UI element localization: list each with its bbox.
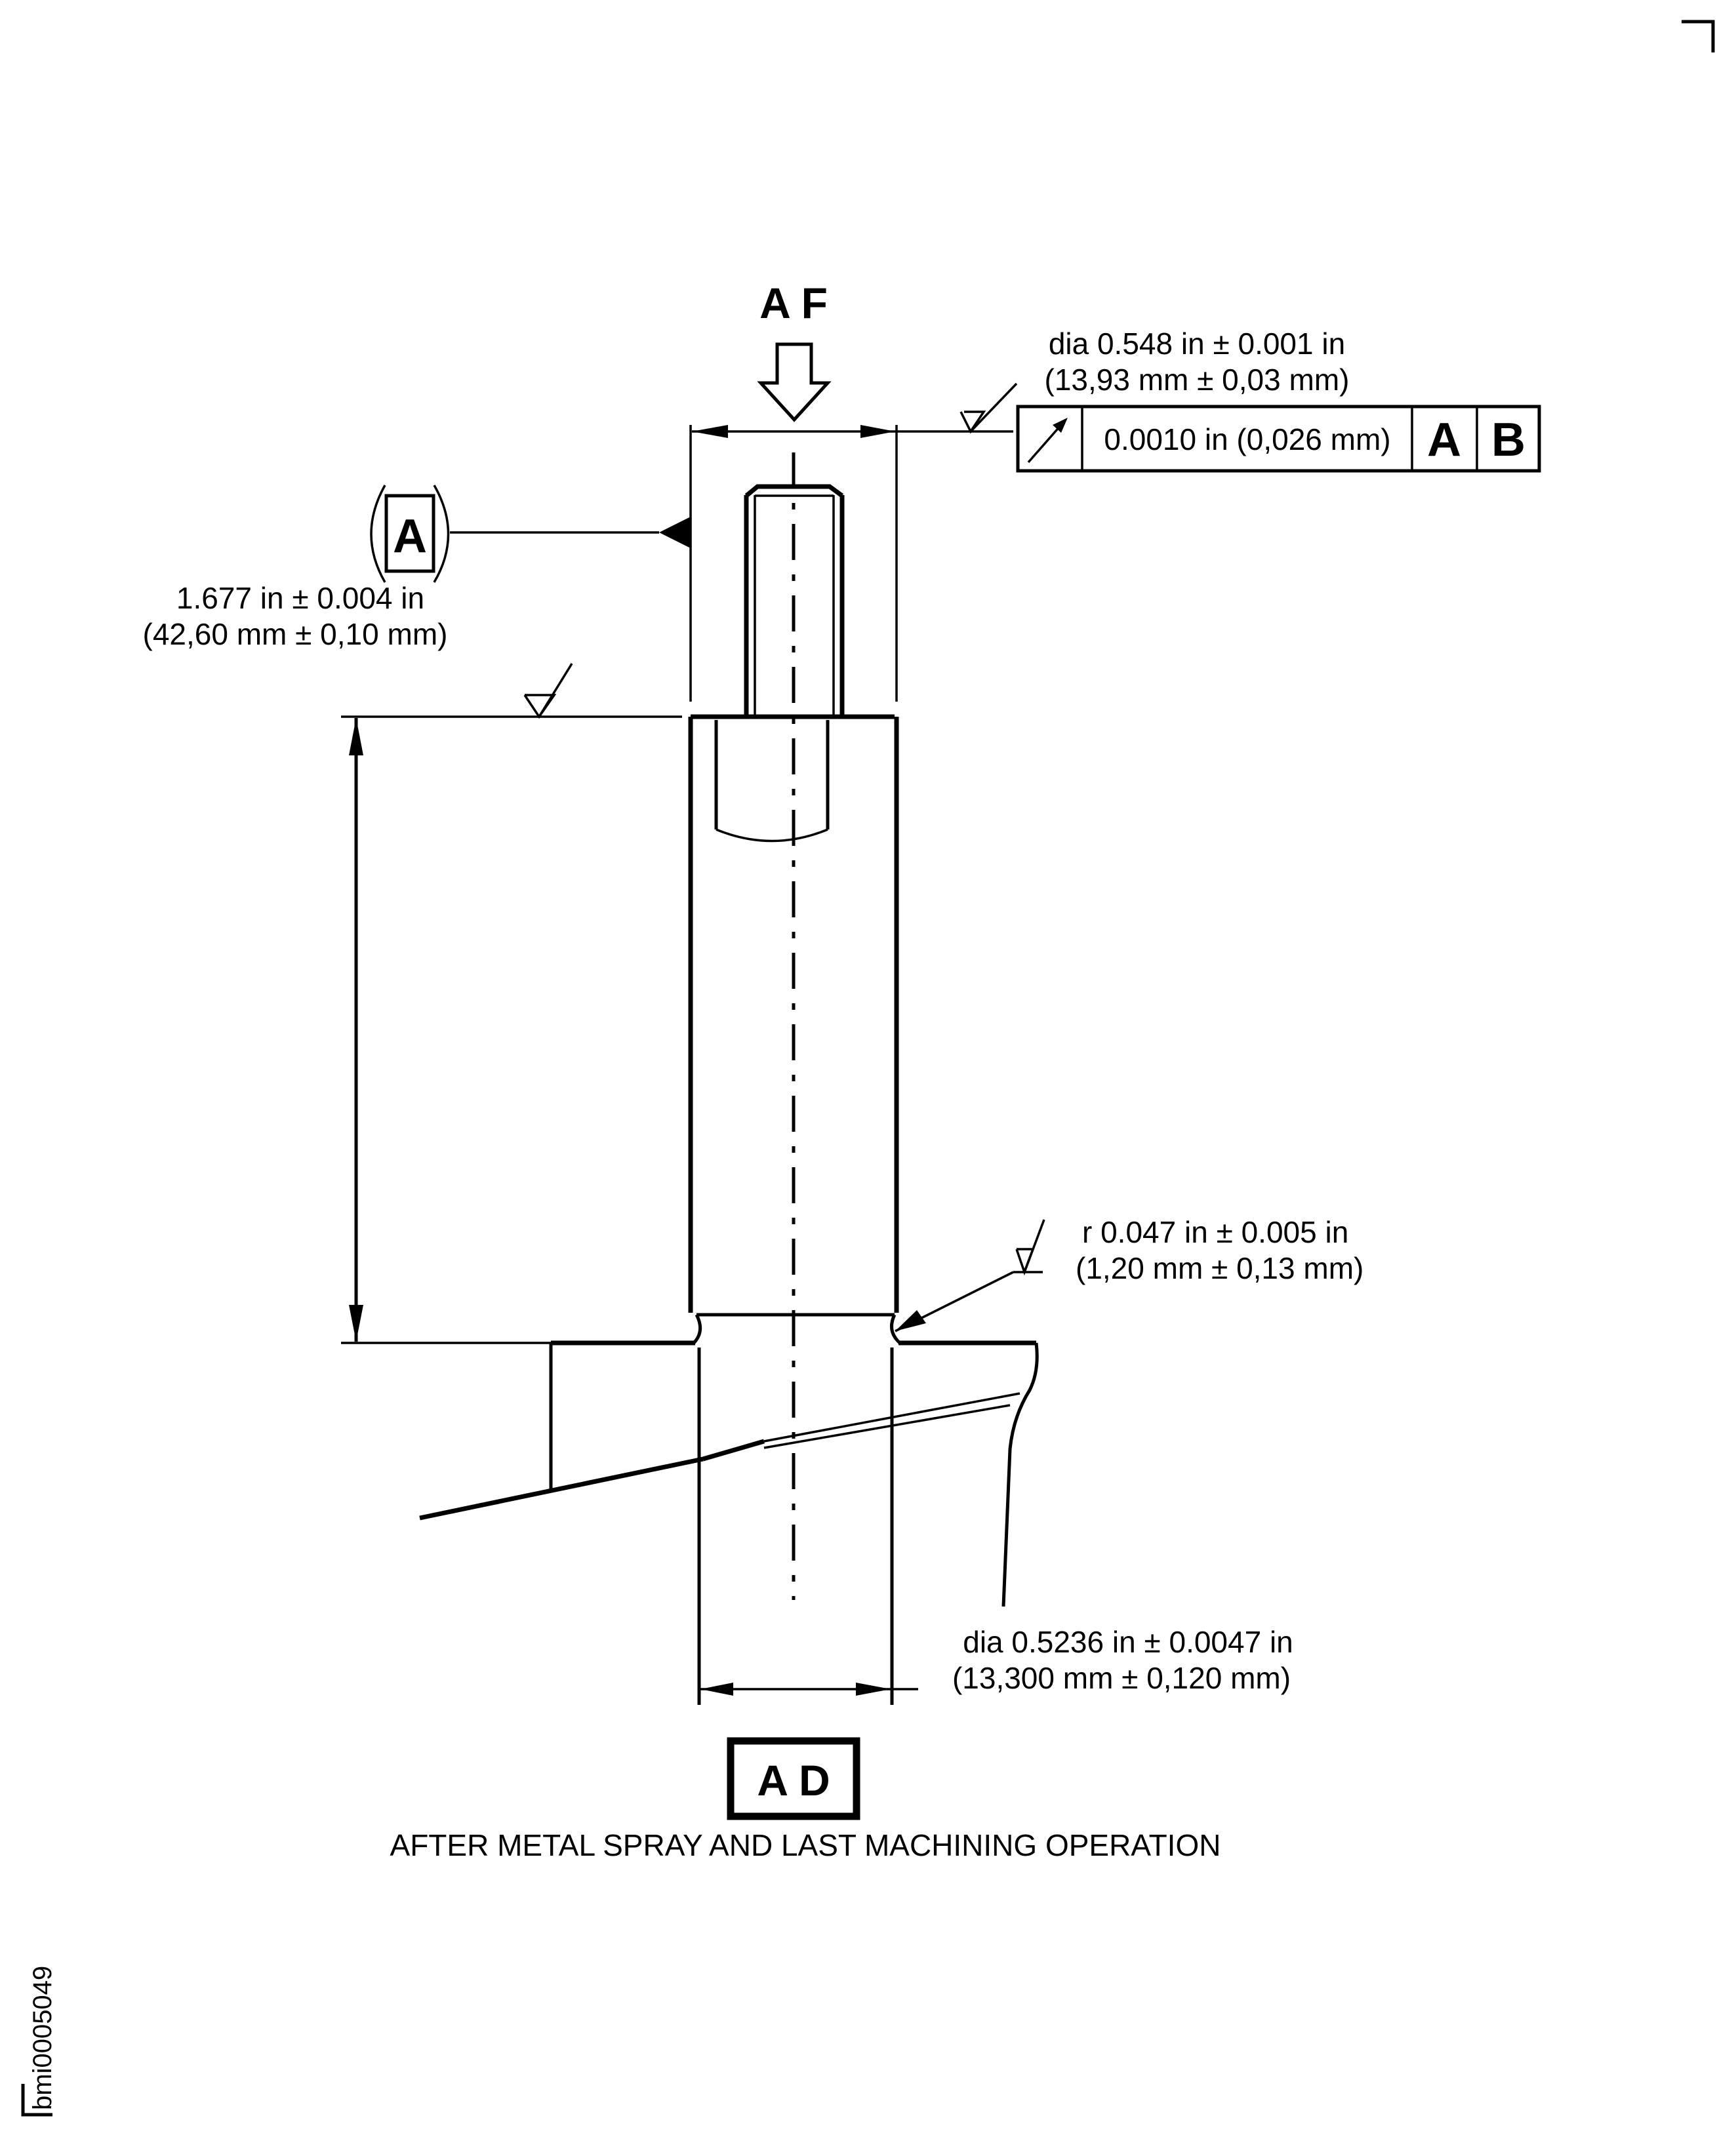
- length-mm: (42,60 mm ± 0,10 mm): [143, 617, 448, 651]
- surface-finish-icon: [523, 663, 573, 719]
- figure-id: bmi0005049: [21, 1966, 57, 2117]
- fillet-radius-mm: (1,20 mm ± 0,13 mm): [1076, 1251, 1363, 1285]
- datum-a-label: A: [393, 510, 427, 563]
- datum-triangle-icon: [659, 517, 691, 548]
- lower-diameter-mm: (13,300 mm ± 0,120 mm): [952, 1661, 1291, 1695]
- fcf-tolerance: 0.0010 in (0,026 mm): [1104, 422, 1390, 456]
- threaded-stud: [744, 484, 845, 716]
- view-arrow-icon: [757, 342, 832, 422]
- section-label-box: [727, 1737, 860, 1820]
- view-label-af: A F: [759, 279, 828, 327]
- circular-runout-icon: [1027, 418, 1068, 464]
- lower-diameter-dimension: [700, 1683, 918, 1696]
- feature-control-frame: [1016, 405, 1541, 473]
- surface-finish-icon: [959, 382, 1018, 434]
- part-outline: [419, 484, 1039, 1705]
- length-inch: 1.677 in ± 0.004 in: [176, 581, 424, 615]
- fillet-radius-leader: [895, 1219, 1045, 1332]
- fillet-radius-inch: r 0.047 in ± 0.005 in: [1082, 1215, 1348, 1249]
- fcf-datum-a: A: [1427, 414, 1461, 466]
- corner-mark-icon: [1682, 20, 1715, 52]
- shaft-body: [688, 714, 901, 1344]
- figure-caption: AFTER METAL SPRAY AND LAST MACHINING OPE…: [390, 1828, 1221, 1862]
- fcf-datum-b: B: [1491, 414, 1525, 466]
- svg-text:bmi0005049: bmi0005049: [28, 1966, 57, 2110]
- upper-diameter-inch: dia 0.548 in ± 0.001 in: [1049, 327, 1345, 361]
- surface-finish-icon: [1015, 1219, 1045, 1276]
- upper-diameter-dimension: [689, 382, 1018, 702]
- flange: [419, 1340, 1039, 1705]
- section-label-ad: A D: [757, 1756, 830, 1805]
- datum-a-identifier: [370, 485, 691, 583]
- length-dimension: [341, 663, 682, 1344]
- lower-diameter-inch: dia 0.5236 in ± 0.0047 in: [963, 1625, 1293, 1659]
- upper-diameter-mm: (13,93 mm ± 0,03 mm): [1045, 363, 1350, 397]
